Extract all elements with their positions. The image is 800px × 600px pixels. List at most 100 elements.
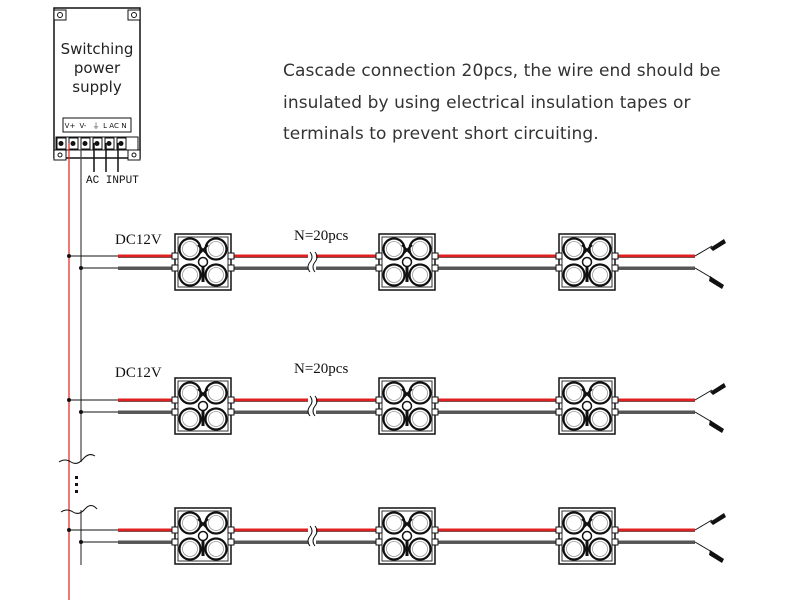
mounting-tab [201, 266, 205, 282]
mounting-tab [405, 540, 409, 556]
psu-label-line: power [73, 59, 121, 77]
wire-clip [431, 396, 439, 404]
terminal-screw-dot [118, 141, 124, 146]
wire-clip [431, 408, 439, 416]
wire-clip [555, 264, 563, 272]
led-lens-inner [386, 515, 402, 531]
mounting-hole [197, 530, 209, 542]
insulation-cap [710, 239, 726, 251]
mounting-tab [405, 410, 409, 426]
wire-clip [227, 526, 235, 534]
wire-end [694, 541, 713, 553]
break-mark [307, 251, 313, 273]
led-lens-inner [566, 515, 582, 531]
chip-mark [401, 388, 413, 398]
mounting-hole [401, 530, 413, 542]
junction-dot [79, 266, 83, 270]
mounting-hole [581, 400, 593, 412]
ac-input-label: AC INPUT [86, 175, 139, 187]
wire-clip [171, 408, 179, 416]
break-mark [312, 525, 318, 547]
led-module-inner [561, 510, 613, 562]
wire-clip [555, 538, 563, 546]
psu-label-line: supply [72, 78, 122, 96]
terminal-label: V- [80, 122, 87, 130]
insulation-cap [710, 383, 726, 395]
led-lens-inner [566, 411, 582, 427]
junction-dot [67, 254, 71, 258]
wire-clip [611, 538, 619, 546]
led-module-inner [177, 510, 229, 562]
wire-clip [227, 538, 235, 546]
wire-clip [611, 264, 619, 272]
mounting-hole [401, 256, 413, 268]
led-lens-inner [182, 541, 198, 557]
led-lens-inner [208, 411, 224, 427]
wire-clip [431, 252, 439, 260]
chip-mark [401, 244, 413, 254]
led-module-inner [177, 236, 229, 288]
wire-clip [611, 252, 619, 260]
led-lens-inner [182, 385, 198, 401]
wire-clip [171, 538, 179, 546]
note-line: insulated by using electrical insulation… [283, 92, 691, 113]
junction-dot [79, 540, 83, 544]
wire-clip [611, 526, 619, 534]
wire-clip [375, 526, 383, 534]
note-line: terminals to prevent short circuiting. [283, 124, 599, 144]
led-lens-inner [592, 385, 608, 401]
wire-end [694, 245, 713, 257]
wire-clip [431, 538, 439, 546]
wire-clip [227, 252, 235, 260]
junction-dot [67, 398, 71, 402]
wire-end [694, 389, 713, 401]
led-lens-inner [208, 267, 224, 283]
break-mark [60, 505, 98, 514]
terminal-label: N [121, 122, 126, 130]
led-module-inner [381, 510, 433, 562]
led-lens-inner [412, 267, 428, 283]
mounting-tab [585, 266, 589, 282]
power-supply-label: Switching power supply [56, 40, 138, 97]
led-lens-inner [182, 241, 198, 257]
led-module-inner [561, 236, 613, 288]
led-module-inner [561, 380, 613, 432]
chip-mark [581, 244, 593, 254]
terminal-screw-dot [94, 141, 100, 146]
wire-break [308, 526, 316, 546]
wire-clip [171, 526, 179, 534]
count-label: N=20pcs [294, 228, 349, 244]
mounting-hole [197, 400, 209, 412]
insulation-cap [709, 550, 724, 563]
psu-label-line: Switching [60, 40, 134, 58]
led-lens-inner [566, 267, 582, 283]
led-lens-inner [592, 515, 608, 531]
mounting-tab [201, 540, 205, 556]
cascade-note: Cascade connection 20pcs, the wire end s… [283, 56, 763, 151]
led-lens-inner [386, 411, 402, 427]
wire-clip [555, 526, 563, 534]
led-lens-inner [182, 267, 198, 283]
led-lens-inner [386, 385, 402, 401]
led-string-row [67, 507, 726, 565]
insulation-cap [709, 276, 724, 289]
break-mark [307, 395, 313, 417]
led-lens-inner [208, 541, 224, 557]
wire-end [694, 411, 713, 423]
insulation-cap [709, 420, 724, 433]
wire-clip [555, 396, 563, 404]
led-string-row [67, 377, 726, 435]
terminal-screw-dot [82, 141, 88, 146]
led-module-inner [381, 380, 433, 432]
led-lens-inner [412, 241, 428, 257]
led-lens-inner [412, 411, 428, 427]
wire-break [308, 252, 316, 272]
junction-dot [67, 528, 71, 532]
voltage-label: DC12V [115, 365, 162, 381]
led-lens-inner [412, 515, 428, 531]
ellipsis-dots [75, 476, 78, 493]
led-lens-inner [566, 241, 582, 257]
chip-mark [401, 518, 413, 528]
wire-clip [375, 538, 383, 546]
